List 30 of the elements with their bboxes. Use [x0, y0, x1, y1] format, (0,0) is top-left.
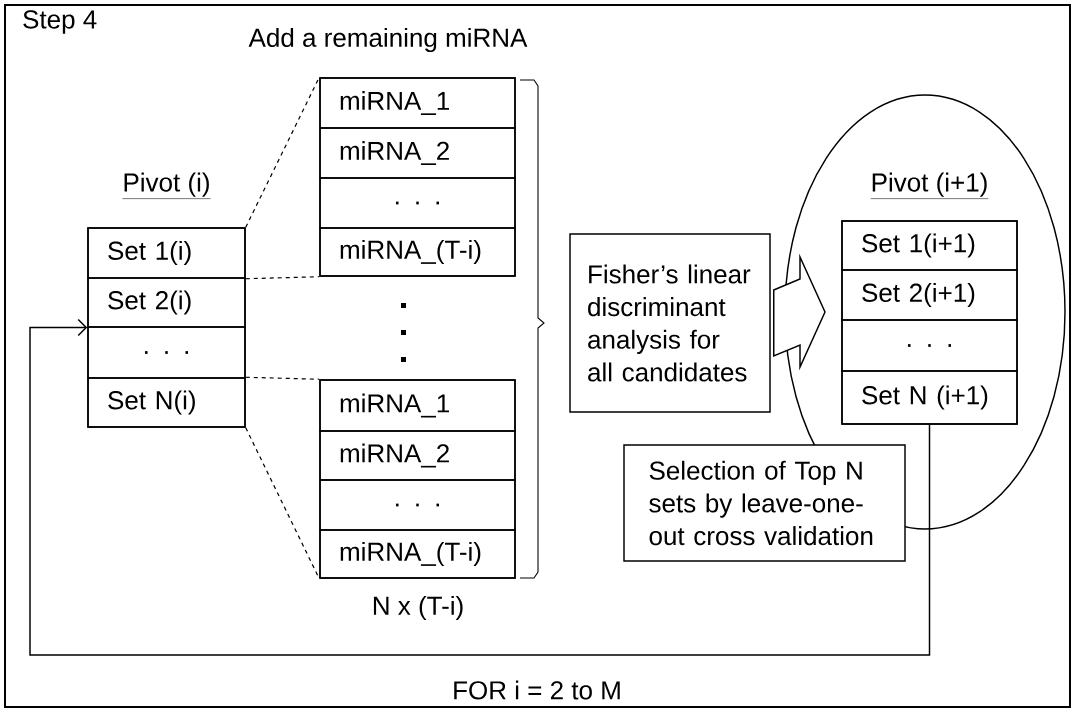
list-row: miRNA_2 [319, 127, 516, 179]
list-row: Set 2(i) [87, 277, 246, 328]
list-row: Set N(i) [87, 377, 246, 428]
block-arrow [773, 253, 826, 371]
list-row: Set 1(i+1) [841, 220, 1018, 271]
list-row: miRNA_2 [319, 430, 516, 481]
list-row: Set 1(i) [87, 227, 246, 279]
list-row: miRNA_1 [319, 379, 516, 432]
list-row: . . . [87, 326, 246, 379]
list-row: . . . [319, 479, 516, 531]
loop-arrow [29, 318, 931, 656]
dashed-line [245, 276, 320, 280]
list-row: . . . [841, 319, 1018, 372]
list-row: miRNA_(T-i) [319, 529, 516, 579]
heading: Pivot (i) [122, 172, 211, 199]
text-box: Fisher’s linear discriminant analysis for all candidates [569, 233, 771, 413]
text-label: N x (T-i) [373, 595, 463, 621]
text-box: Selection of Top N sets by leave-one-out cross validation [623, 444, 906, 562]
dashed-line [245, 376, 320, 380]
list-row: miRNA_(T-i) [319, 227, 516, 277]
text-label: Add a remaining miRNA [248, 27, 528, 53]
dashed-line [245, 427, 320, 580]
heading: Pivot (i+1) [870, 172, 989, 199]
list-row: Set 2(i+1) [841, 269, 1018, 321]
list-row: . . . [319, 177, 516, 229]
list-row: Set N (i+1) [841, 370, 1018, 425]
text-label: Step 4 [23, 10, 97, 34]
edge-label: FOR i = 2 to M [449, 677, 625, 703]
list-row: miRNA_1 [319, 77, 516, 129]
dashed-line [245, 76, 320, 228]
